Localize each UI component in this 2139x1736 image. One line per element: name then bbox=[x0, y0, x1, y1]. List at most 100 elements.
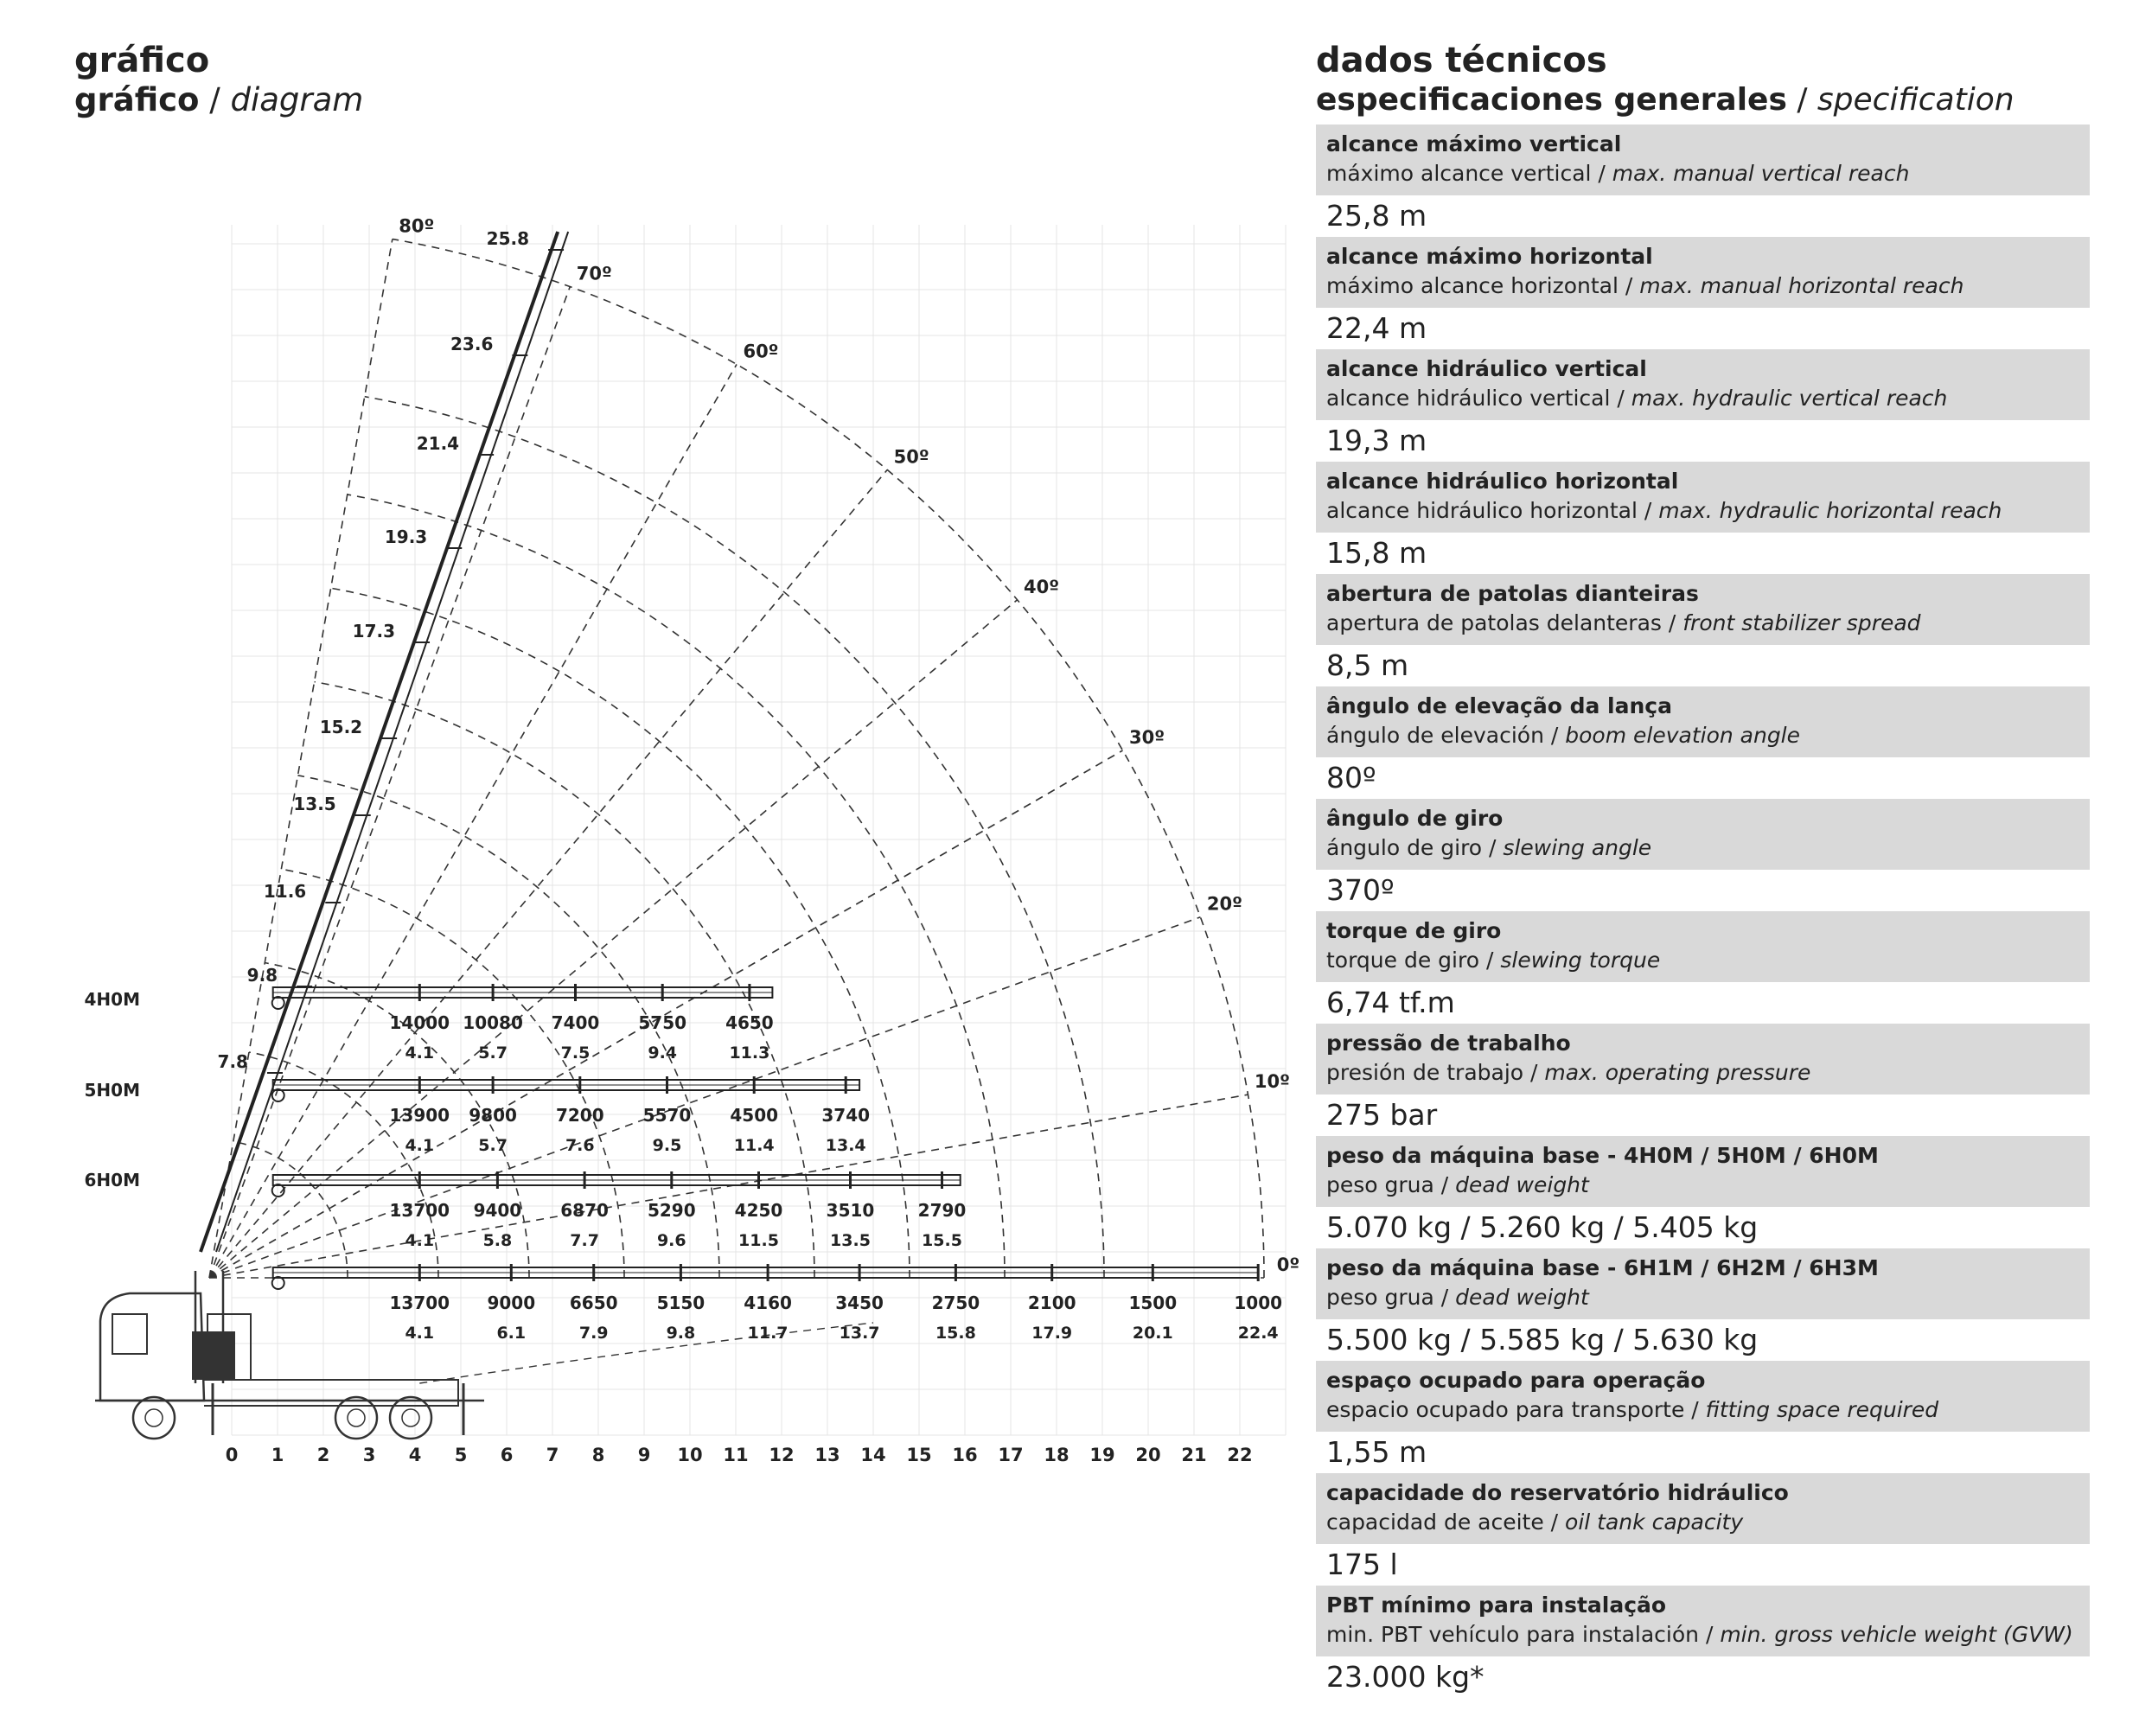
height-label: 21.4 bbox=[417, 433, 459, 454]
angle-line bbox=[208, 750, 1123, 1279]
spec-label-en: max. hydraulic vertical reach bbox=[1631, 386, 1948, 411]
x-tick-label: 4 bbox=[409, 1445, 422, 1465]
angle-label: 50º bbox=[894, 446, 929, 467]
reach-value: 4.1 bbox=[405, 1324, 434, 1343]
load-value: 5290 bbox=[648, 1200, 696, 1221]
reach-arc bbox=[314, 680, 815, 1279]
x-tick-label: 2 bbox=[317, 1445, 330, 1465]
x-tick-label: 10 bbox=[677, 1445, 702, 1465]
x-tick-label: 1 bbox=[271, 1445, 284, 1465]
spec-label-es: capacidad de aceite / bbox=[1326, 1509, 1566, 1535]
spec-value: 80º bbox=[1326, 761, 1376, 795]
spec-label-translation: peso grua / dead weight bbox=[1326, 1170, 2079, 1200]
angle-line bbox=[208, 286, 571, 1279]
spec-label-en: slewing angle bbox=[1503, 835, 1652, 860]
spec-label-en: max. manual vertical reach bbox=[1612, 161, 1910, 186]
spec-item-header: abertura de patolas dianteiras apertura d… bbox=[1316, 574, 2090, 645]
reach-value: 4.1 bbox=[405, 1231, 434, 1250]
spec-label-es: ángulo de giro / bbox=[1326, 835, 1504, 860]
x-tick-label: 14 bbox=[860, 1445, 885, 1465]
load-value: 13700 bbox=[390, 1200, 450, 1221]
reach-value: 11.4 bbox=[734, 1136, 775, 1155]
reach-value: 15.5 bbox=[922, 1231, 962, 1250]
reach-value: 4.1 bbox=[405, 1136, 434, 1155]
spec-label-es: alcance hidráulico horizontal / bbox=[1326, 498, 1659, 523]
spec-value: 25,8 m bbox=[1326, 199, 1427, 233]
x-tick-label: 19 bbox=[1089, 1445, 1114, 1465]
reach-value: 4.1 bbox=[405, 1044, 434, 1063]
load-value: 3740 bbox=[821, 1105, 870, 1126]
spec-label-en: min. gross vehicle weight (GVW) bbox=[1720, 1622, 2073, 1647]
load-value: 14000 bbox=[390, 1012, 450, 1033]
spec-label-en: oil tank capacity bbox=[1565, 1509, 1744, 1535]
spec-value: 22,4 m bbox=[1326, 311, 1427, 345]
load-value: 2100 bbox=[1028, 1292, 1076, 1313]
load-value: 4160 bbox=[744, 1292, 792, 1313]
spec-label-es: apertura de patolas delanteras / bbox=[1326, 610, 1683, 635]
reach-value: 13.4 bbox=[826, 1136, 866, 1155]
spec-panel: dados técnicos especificaciones generale… bbox=[1316, 40, 2090, 1698]
spec-label-es: alcance hidráulico vertical / bbox=[1326, 386, 1631, 411]
spec-label-translation: alcance hidráulico vertical / max. hydra… bbox=[1326, 383, 2079, 413]
spec-label-es: peso grua / bbox=[1326, 1285, 1456, 1310]
x-tick-label: 6 bbox=[501, 1445, 514, 1465]
x-tick-label: 11 bbox=[723, 1445, 748, 1465]
truck-wheel-hub bbox=[401, 1408, 420, 1427]
load-value: 2790 bbox=[918, 1200, 967, 1221]
x-tick-label: 3 bbox=[363, 1445, 376, 1465]
spec-label-es: ángulo de elevación / bbox=[1326, 723, 1566, 748]
spec-subtitle: especificaciones generales / specificati… bbox=[1316, 82, 2014, 118]
angle-line bbox=[208, 916, 1201, 1279]
spec-label-en: max. hydraulic horizontal reach bbox=[1658, 498, 2002, 523]
spec-label-en: dead weight bbox=[1455, 1172, 1589, 1197]
spec-label-translation: ángulo de elevación / boom elevation ang… bbox=[1326, 720, 2079, 750]
boom-vertical-edge bbox=[215, 231, 570, 1253]
spec-label-es: máximo alcance horizontal / bbox=[1326, 273, 1640, 298]
reach-arc bbox=[281, 868, 625, 1279]
spec-value: 15,8 m bbox=[1326, 536, 1427, 570]
truck-part bbox=[112, 1313, 148, 1355]
angle-line bbox=[208, 599, 1018, 1279]
spec-label-pt: ângulo de elevação da lança bbox=[1326, 693, 1672, 718]
load-value: 10080 bbox=[463, 1012, 523, 1033]
angle-label: 80º bbox=[399, 216, 434, 237]
truck-part bbox=[99, 1292, 206, 1402]
spec-item-header: capacidade do reservatório hidráulico cap… bbox=[1316, 1473, 2090, 1544]
load-value: 4250 bbox=[735, 1200, 783, 1221]
boom-pivot bbox=[271, 1088, 285, 1102]
load-value: 5750 bbox=[638, 1012, 686, 1033]
reach-value: 9.6 bbox=[657, 1231, 686, 1250]
spec-label-pt: capacidade do reservatório hidráulico bbox=[1326, 1480, 1789, 1505]
spec-value: 175 l bbox=[1326, 1548, 1398, 1581]
spec-label-en: fitting space required bbox=[1705, 1397, 1939, 1422]
truck-wheel bbox=[334, 1395, 379, 1440]
angle-line bbox=[208, 239, 393, 1279]
spec-label-pt: PBT mínimo para instalação bbox=[1326, 1592, 1667, 1618]
height-label: 13.5 bbox=[293, 794, 335, 814]
spec-label-translation: min. PBT vehículo para instalación / min… bbox=[1326, 1619, 2079, 1650]
load-value: 13900 bbox=[390, 1105, 450, 1126]
angle-line bbox=[208, 1094, 1248, 1279]
reach-value: 9.8 bbox=[667, 1324, 696, 1343]
config-label: 4H0M bbox=[85, 989, 140, 1010]
reach-value: 7.5 bbox=[561, 1044, 591, 1063]
x-tick-label: 20 bbox=[1135, 1445, 1160, 1465]
angle-label: 70º bbox=[577, 264, 612, 284]
x-tick-label: 0 bbox=[226, 1445, 239, 1465]
reach-value: 13.5 bbox=[830, 1231, 871, 1250]
x-tick-label: 13 bbox=[814, 1445, 840, 1465]
reach-value: 11.7 bbox=[748, 1324, 789, 1343]
angle-line bbox=[208, 364, 737, 1279]
diagram-subtitle: gráfico / diagram bbox=[74, 81, 364, 118]
height-label: 17.3 bbox=[353, 621, 395, 641]
spec-value: 5.500 kg / 5.585 kg / 5.630 kg bbox=[1326, 1323, 1759, 1356]
crane-base bbox=[192, 1331, 235, 1380]
reach-arc bbox=[330, 587, 910, 1279]
load-value: 6870 bbox=[560, 1200, 609, 1221]
spec-label-pt: ângulo de giro bbox=[1326, 806, 1504, 831]
spec-label-translation: ángulo de giro / slewing angle bbox=[1326, 833, 2079, 863]
spec-label-pt: abertura de patolas dianteiras bbox=[1326, 581, 1699, 606]
